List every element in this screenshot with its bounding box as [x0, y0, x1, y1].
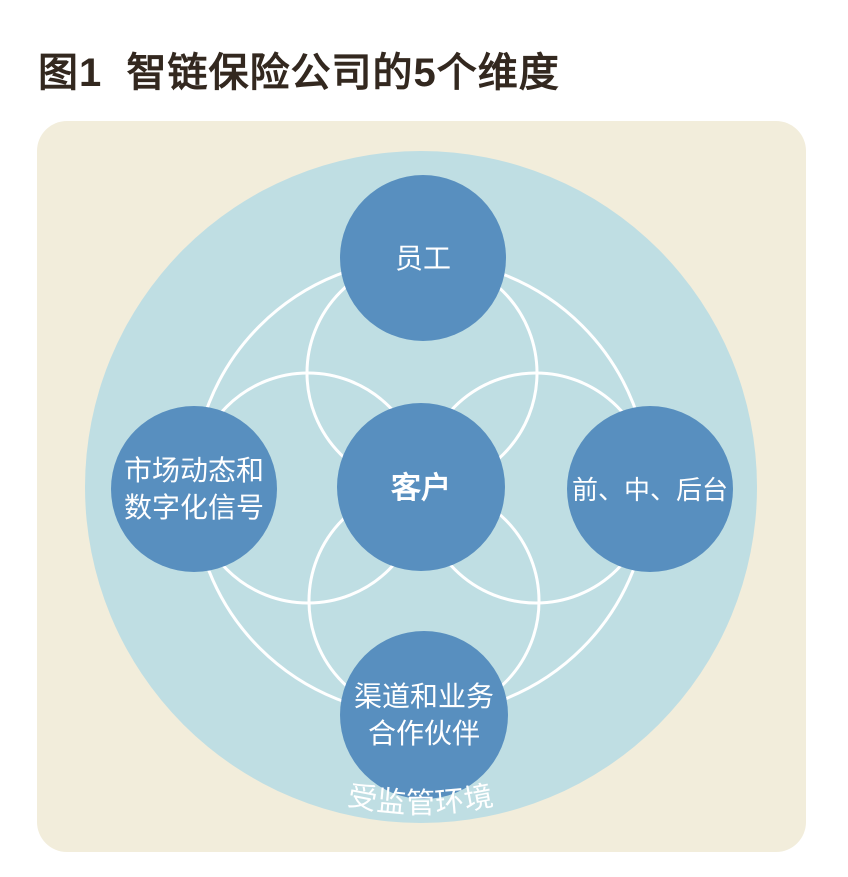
node-employees-label: 员工: [395, 243, 451, 274]
node-market-signals: [111, 406, 277, 572]
node-employees: [340, 175, 506, 341]
figure-title: 图1 智链保险公司的5个维度: [38, 51, 560, 95]
node-front-middle-back-office: [567, 406, 733, 572]
node-customers: [337, 403, 505, 571]
node-channels-partners: [340, 631, 508, 799]
node-market-signals-label-line2: 数字化信号: [124, 492, 264, 523]
node-customers-label: 客户: [391, 471, 451, 505]
node-front-middle-back-office-label: 前、中、后台: [572, 475, 728, 505]
node-channels-partners-label-line2: 合作伙伴: [368, 718, 480, 749]
node-market-signals-label-line1: 市场动态和: [124, 455, 264, 486]
node-channels-partners-label-line1: 渠道和业务: [354, 681, 494, 712]
